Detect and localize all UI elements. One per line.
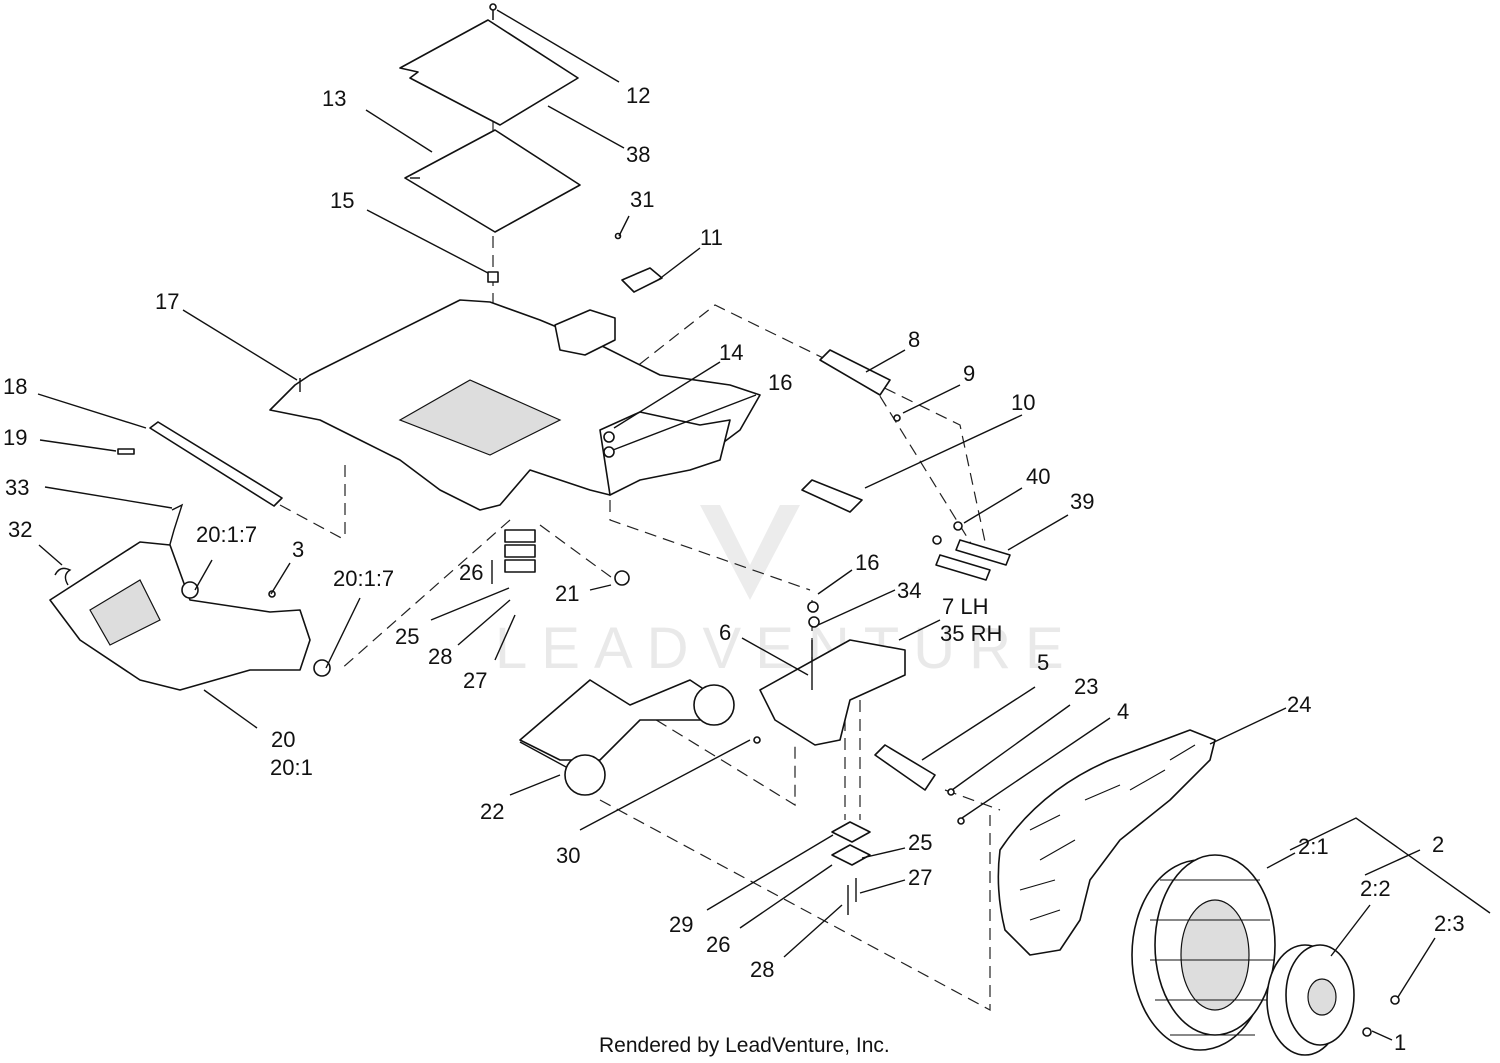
callout-1: 1 bbox=[1394, 1030, 1406, 1055]
callout-15: 15 bbox=[330, 188, 354, 213]
callout-2-2: 2:2 bbox=[1360, 876, 1391, 901]
rear-axle-22 bbox=[519, 679, 761, 796]
callout-26-lower: 26 bbox=[706, 932, 730, 957]
callout-26-upper: 26 bbox=[459, 560, 483, 585]
callout-13: 13 bbox=[322, 86, 346, 111]
callout-23: 23 bbox=[1074, 674, 1098, 699]
callout-38: 38 bbox=[626, 142, 650, 167]
shaft-18 bbox=[117, 421, 283, 507]
leader-lines bbox=[37, 9, 1491, 1041]
callout-25-upper: 25 bbox=[395, 624, 419, 649]
pin-5 bbox=[874, 744, 965, 825]
pin-10 bbox=[801, 479, 863, 513]
callout-34: 34 bbox=[897, 578, 921, 603]
watermark-text: LEADVENTURE bbox=[495, 616, 1078, 681]
axle-frame-20 bbox=[49, 541, 331, 691]
frame-17 bbox=[269, 299, 761, 573]
bolts-39-40 bbox=[932, 521, 1011, 581]
callout-31: 31 bbox=[630, 187, 654, 212]
link-11 bbox=[614, 232, 663, 293]
callout-17: 17 bbox=[155, 289, 179, 314]
callout-2-1: 2:1 bbox=[1298, 834, 1329, 859]
callout-6: 6 bbox=[719, 620, 731, 645]
callout-29: 29 bbox=[669, 912, 693, 937]
callout-28-upper: 28 bbox=[428, 644, 452, 669]
callout-11: 11 bbox=[700, 225, 723, 250]
callout-27-lower: 27 bbox=[908, 865, 932, 890]
spindle-mount-7-35 bbox=[759, 601, 906, 746]
callout-35-rh: 35 RH bbox=[940, 621, 1002, 646]
plate-29-26 bbox=[831, 821, 871, 915]
callout-3: 3 bbox=[292, 537, 304, 562]
callout-4: 4 bbox=[1117, 699, 1129, 724]
callout-20: 20 bbox=[271, 727, 295, 752]
callout-16-upper: 16 bbox=[768, 370, 792, 395]
callout-21: 21 bbox=[555, 581, 579, 606]
tire-2-1 bbox=[1131, 854, 1276, 1051]
callout-39: 39 bbox=[1070, 489, 1094, 514]
callout-12: 12 bbox=[626, 83, 650, 108]
callout-33: 33 bbox=[5, 475, 29, 500]
callout-2-3: 2:3 bbox=[1434, 911, 1465, 936]
bushing-21 bbox=[614, 570, 630, 586]
track-24 bbox=[997, 729, 1216, 956]
callout-9: 9 bbox=[963, 361, 975, 386]
callout-20-1: 20:1 bbox=[270, 755, 313, 780]
callout-19: 19 bbox=[3, 425, 27, 450]
plate-38 bbox=[399, 3, 579, 126]
callout-24: 24 bbox=[1287, 692, 1311, 717]
callout-32: 32 bbox=[8, 517, 32, 542]
callout-14: 14 bbox=[719, 340, 743, 365]
rim-2-2 bbox=[1266, 944, 1400, 1056]
callout-18: 18 bbox=[3, 374, 27, 399]
plate-13 bbox=[404, 129, 581, 233]
pin-8 bbox=[819, 349, 901, 422]
bushing-15 bbox=[487, 271, 499, 283]
callout-7-lh: 7 LH bbox=[942, 594, 988, 619]
callout-8: 8 bbox=[908, 327, 920, 352]
callout-30: 30 bbox=[556, 843, 580, 868]
callout-40: 40 bbox=[1026, 464, 1050, 489]
callout-22: 22 bbox=[480, 799, 504, 824]
callout-20-1-7-right: 20:1:7 bbox=[333, 566, 394, 591]
callout-10: 10 bbox=[1011, 390, 1035, 415]
callout-28-lower: 28 bbox=[750, 957, 774, 982]
footer-credit: Rendered by LeadVenture, Inc. bbox=[599, 1034, 890, 1057]
callout-20-1-7-left: 20:1:7 bbox=[196, 522, 257, 547]
callout-labels: 12 38 13 31 11 15 17 8 9 14 16 10 18 19 … bbox=[3, 83, 1465, 1055]
callout-16-lower: 16 bbox=[855, 550, 879, 575]
callout-2: 2 bbox=[1432, 832, 1444, 857]
watermark: LEADVENTURE bbox=[495, 505, 1078, 681]
callout-27-upper: 27 bbox=[463, 668, 487, 693]
callout-25-lower: 25 bbox=[908, 830, 932, 855]
callout-5: 5 bbox=[1037, 650, 1049, 675]
